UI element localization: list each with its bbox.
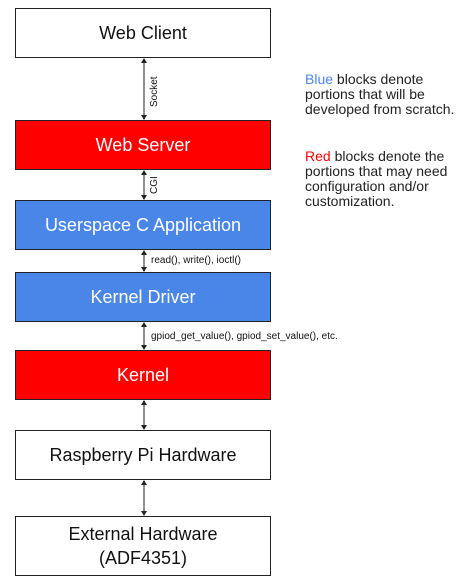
- legend-red-note: Red blocks denote the portions that may …: [305, 149, 465, 209]
- external-hardware-model: (ADF4351): [98, 548, 188, 568]
- cgi-label: CGI: [149, 176, 160, 194]
- web-server-label: Web Server: [95, 135, 191, 155]
- external-hardware-block: External Hardware (ADF4351): [15, 516, 271, 576]
- rpi-hardware-block: Raspberry Pi Hardware: [15, 430, 271, 480]
- legend-blue-text: blocks denote portions that will be deve…: [305, 71, 455, 117]
- gpiod-arrow: [141, 322, 147, 350]
- syscall-label: read(), write(), ioctl(): [151, 255, 242, 266]
- cgi-arrow: [141, 170, 147, 200]
- socket-label: Socket: [149, 76, 160, 107]
- kernel-hw-arrow: [141, 400, 147, 430]
- legend-blue-word: Blue: [305, 71, 334, 87]
- external-hardware-label: External Hardware: [68, 524, 218, 544]
- userspace-app-block: Userspace C Application: [15, 200, 271, 250]
- legend-red-text: blocks denote the portions that may need…: [305, 148, 448, 209]
- legend-blue-note: Blue blocks denote portions that will be…: [305, 72, 465, 117]
- socket-arrow: [141, 58, 147, 120]
- gpiod-label: gpiod_get_value(), gpiod_set_value(), et…: [151, 331, 338, 342]
- kernel-driver-block: Kernel Driver: [15, 272, 271, 322]
- kernel-block: Kernel: [15, 350, 271, 400]
- userspace-app-label: Userspace C Application: [44, 215, 242, 235]
- legend-red-word: Red: [305, 148, 331, 164]
- web-client-block: Web Client: [15, 8, 271, 58]
- hw-external-arrow: [141, 480, 147, 516]
- web-server-block: Web Server: [15, 120, 271, 170]
- kernel-driver-label: Kernel Driver: [90, 287, 196, 307]
- web-client-label: Web Client: [99, 23, 187, 43]
- kernel-label: Kernel: [116, 365, 170, 385]
- syscall-arrow: [141, 250, 147, 272]
- rpi-hardware-label: Raspberry Pi Hardware: [49, 445, 237, 465]
